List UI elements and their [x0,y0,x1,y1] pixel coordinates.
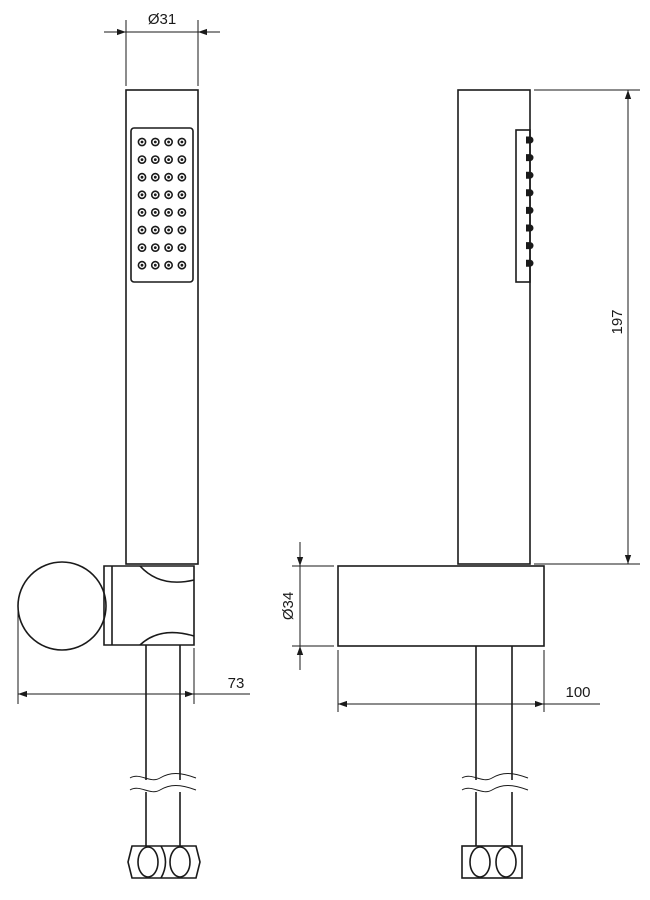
dim-front-depth-label: 73 [228,675,245,692]
spray-nozzle [164,155,173,164]
front-holder-disc [17,561,107,651]
dim-handle-length: 197 [534,89,640,565]
spray-nozzle [150,137,160,147]
spray-nozzle-hole [180,246,184,250]
spray-nozzle [177,260,187,270]
spray-nozzle [137,172,147,182]
spray-nozzle [164,207,173,217]
spray-nozzle-hole [153,175,157,179]
dim-handle-length-label: 197 [609,309,626,334]
spray-nozzle-hole [167,211,171,214]
spray-nozzle [164,225,173,235]
spray-nozzle [164,243,173,252]
spray-nozzle [164,137,173,147]
spray-nozzle-hole [167,193,171,197]
spray-nozzle [150,207,160,217]
spray-nozzle [150,243,160,252]
spray-nozzle-hole [180,228,184,232]
side-spray-nozzle [526,206,534,214]
spray-nozzle-hole [153,211,157,214]
front-spray-face [130,127,194,283]
spray-nozzle-hole [153,263,157,267]
spray-nozzle [164,190,173,200]
spray-nozzle-hole [180,158,184,162]
spray-nozzle-hole [140,140,144,144]
spray-nozzle [164,172,173,182]
side-spray-strip [515,129,531,283]
spray-nozzle-hole [140,211,144,214]
spray-nozzle [177,155,187,164]
side-spray-nozzle [526,259,534,267]
front-holder-clamp [103,565,195,646]
spray-nozzle-hole [167,175,171,179]
spray-nozzle-hole [140,158,144,162]
spray-nozzle [137,190,147,200]
side-wall-holder [337,565,545,647]
spray-nozzle-hole [153,193,157,197]
front-wall-holder [17,561,195,651]
spray-nozzle-hole [180,211,184,214]
front-nozzle-grid [137,137,187,270]
spray-nozzle-hole [167,140,171,144]
front-view: Ø31 73 [17,11,250,879]
spray-nozzle [137,243,147,252]
side-spray-nozzle [526,154,534,162]
spray-nozzle-hole [140,193,144,197]
dim-side-depth: 100 [337,650,600,712]
side-spray-nozzle [526,189,534,197]
dim-holder-diameter-label: Ø34 [280,592,297,620]
front-hex-nut [127,845,201,879]
spray-nozzle [177,172,187,182]
spray-nozzle-hole [140,246,144,250]
spray-nozzle-hole [167,263,171,267]
spray-nozzle [150,190,160,200]
side-spray-nozzle [526,224,534,232]
spray-nozzle [137,207,147,217]
spray-nozzle-hole [180,263,184,267]
spray-nozzle-hole [167,158,171,162]
spray-nozzle-hole [153,158,157,162]
spray-nozzle [150,260,160,270]
spray-nozzle [137,155,147,164]
side-spray-nozzle [526,242,534,250]
spray-nozzle-hole [140,228,144,232]
spray-nozzle-hole [140,175,144,179]
spray-nozzle [177,225,187,235]
spray-nozzle [164,260,173,270]
dim-handle-diameter-label: Ø31 [148,11,176,28]
spray-nozzle [177,190,187,200]
side-hose [461,646,529,846]
spray-nozzle-hole [167,228,171,232]
side-spray-nozzle [526,136,534,144]
spray-nozzle [150,225,160,235]
side-handle-body [457,89,531,565]
spray-nozzle-hole [153,228,157,232]
dim-handle-diameter: Ø31 [104,11,220,86]
spray-nozzle [177,137,187,147]
spray-nozzle [177,243,187,252]
spray-nozzle-hole [180,140,184,144]
side-hex-nut [461,845,523,879]
side-spray-nozzle [526,171,534,179]
side-view: 197 Ø34 100 [280,89,640,879]
spray-nozzle [137,137,147,147]
spray-nozzle-hole [140,263,144,267]
spray-nozzle [150,155,160,164]
dim-holder-diameter: Ø34 [280,542,334,670]
spray-nozzle [177,207,187,217]
dim-side-depth-label: 100 [565,684,590,701]
spray-nozzle-hole [153,246,157,250]
spray-nozzle [137,260,147,270]
spray-nozzle [150,172,160,182]
spray-nozzle-hole [153,140,157,144]
side-nozzle-column [526,136,534,267]
spray-nozzle [137,225,147,235]
spray-nozzle-hole [180,175,184,179]
spray-nozzle-hole [180,193,184,197]
front-hose [129,645,197,846]
front-handle-body [125,89,199,565]
spray-nozzle-hole [167,246,171,250]
dim-front-depth: 73 [17,606,250,704]
